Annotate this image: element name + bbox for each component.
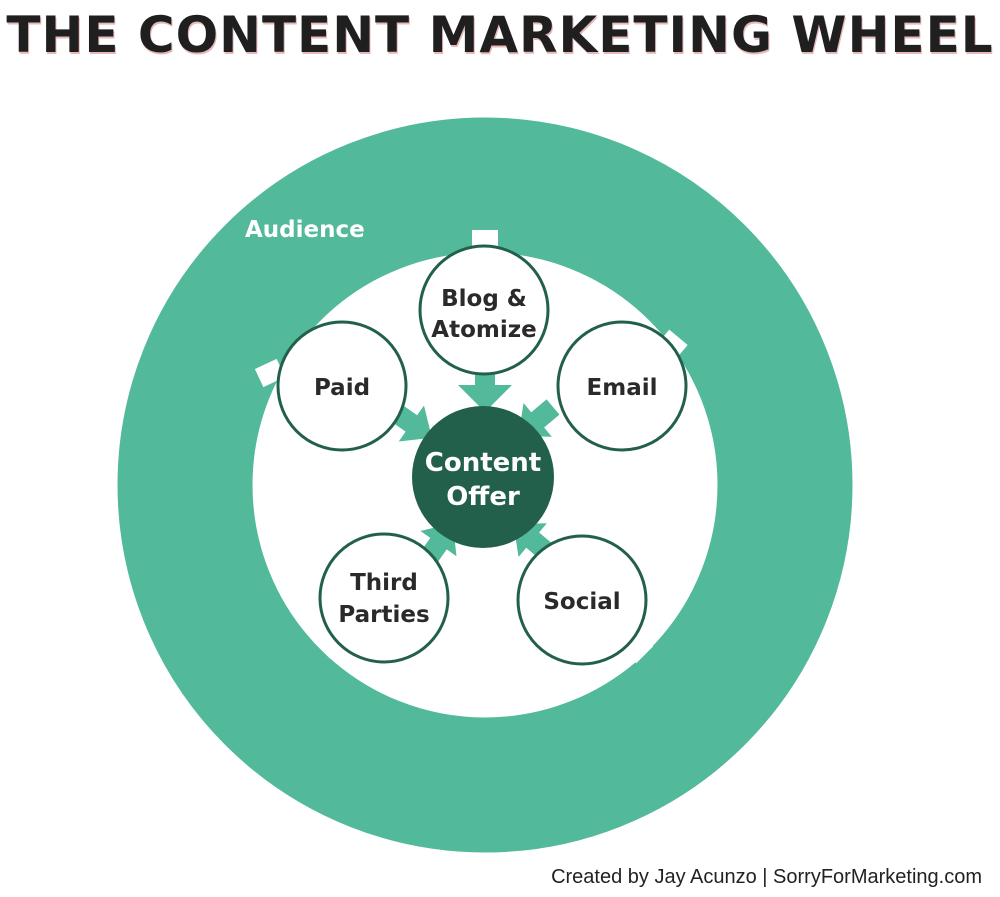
node-blog-line-1: Blog & [441,286,527,312]
center-line-2: Offer [446,482,520,512]
node-third-parties: Third Parties [318,532,450,664]
node-third-line-1: Third [350,570,418,596]
audience-label: Audience [245,217,365,243]
credit-line: Created by Jay Acunzo | SorryForMarketin… [551,866,982,888]
node-social: Social [516,534,648,666]
arrow-blog [458,373,512,412]
node-blog: Blog & Atomize [418,244,550,376]
node-email: Email [556,320,688,452]
audience-ring [117,117,853,853]
node-social-line-1: Social [543,589,620,615]
node-third-line-2: Parties [338,602,429,628]
node-paid: Paid [276,320,408,452]
content-offer-circle [412,406,554,548]
node-blog-line-2: Atomize [431,317,536,343]
center-line-1: Content [425,448,541,478]
node-paid-line-1: Paid [314,375,370,401]
page-title: THE CONTENT MARKETING WHEEL [6,6,994,64]
node-email-line-1: Email [587,375,658,401]
